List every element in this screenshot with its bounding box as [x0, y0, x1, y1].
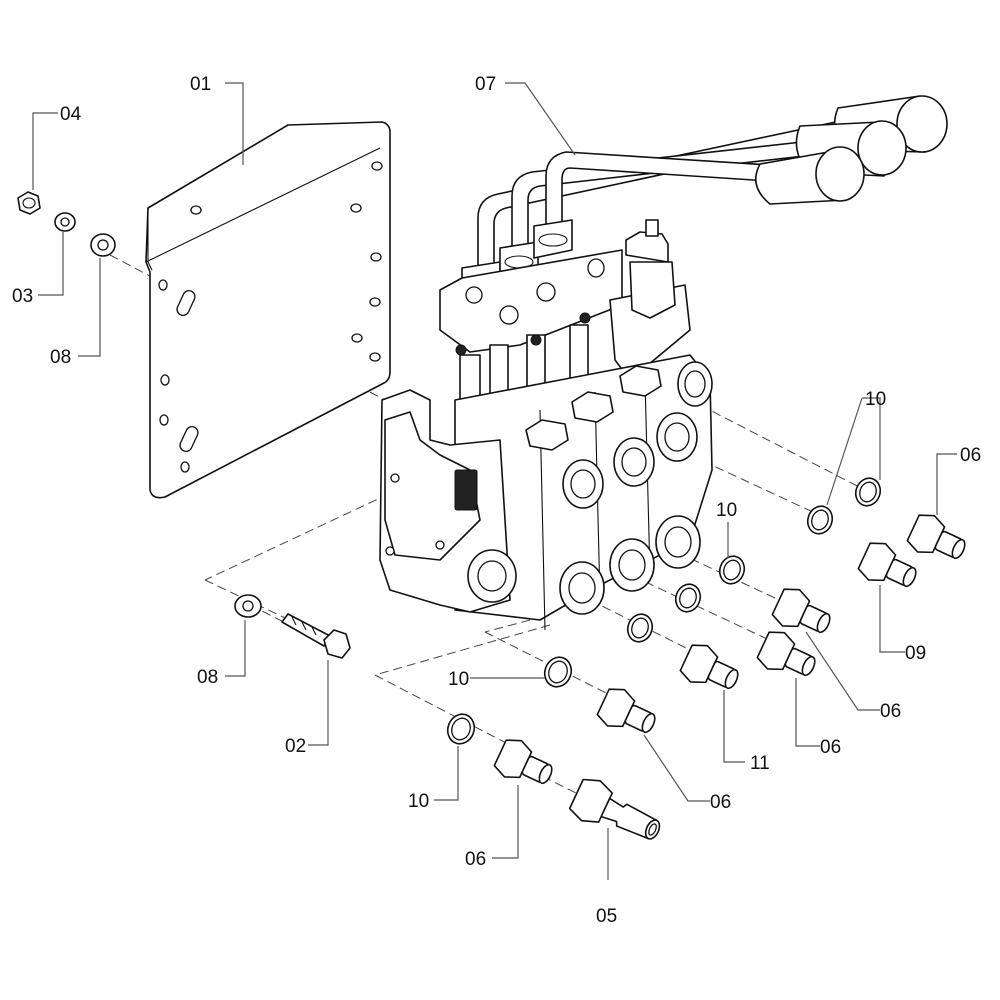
callout-06-right: 06 — [880, 701, 901, 722]
callout-07: 07 — [475, 74, 496, 95]
callout-06-top-right: 06 — [960, 445, 981, 466]
control-levers — [461, 95, 948, 301]
callout-09: 09 — [905, 643, 926, 664]
mounting-bracket — [145, 121, 391, 499]
callout-08-bottom: 08 — [197, 667, 218, 688]
callout-11: 11 — [750, 753, 770, 774]
callout-01: 01 — [190, 74, 211, 95]
callout-10-bottom: 10 — [408, 791, 429, 812]
callout-06-bottom: 06 — [465, 849, 486, 870]
hex-nut — [17, 191, 41, 215]
callout-08-top: 08 — [50, 347, 71, 368]
flat-washer-bottom — [234, 594, 262, 618]
lock-washer — [54, 212, 76, 232]
callout-10-left: 10 — [448, 669, 469, 690]
callout-10-top: 10 — [865, 389, 886, 410]
hose-barb-fitting — [568, 778, 661, 840]
o-rings — [446, 477, 882, 745]
callout-04: 04 — [60, 104, 82, 125]
callout-labels: 01 02 03 04 05 06 06 06 06 06 07 08 08 0… — [12, 74, 981, 927]
fittings — [493, 514, 966, 785]
valve-body — [379, 219, 713, 631]
callout-02: 02 — [285, 736, 306, 757]
flat-washer-top — [90, 233, 116, 257]
callout-05: 05 — [596, 906, 617, 927]
callout-06-center: 06 — [710, 792, 731, 813]
callout-10-middle: 10 — [716, 500, 737, 521]
callout-06-middle: 06 — [820, 737, 841, 758]
leader-lines — [32, 82, 957, 880]
hex-bolt — [281, 613, 351, 659]
callout-03: 03 — [12, 286, 33, 307]
